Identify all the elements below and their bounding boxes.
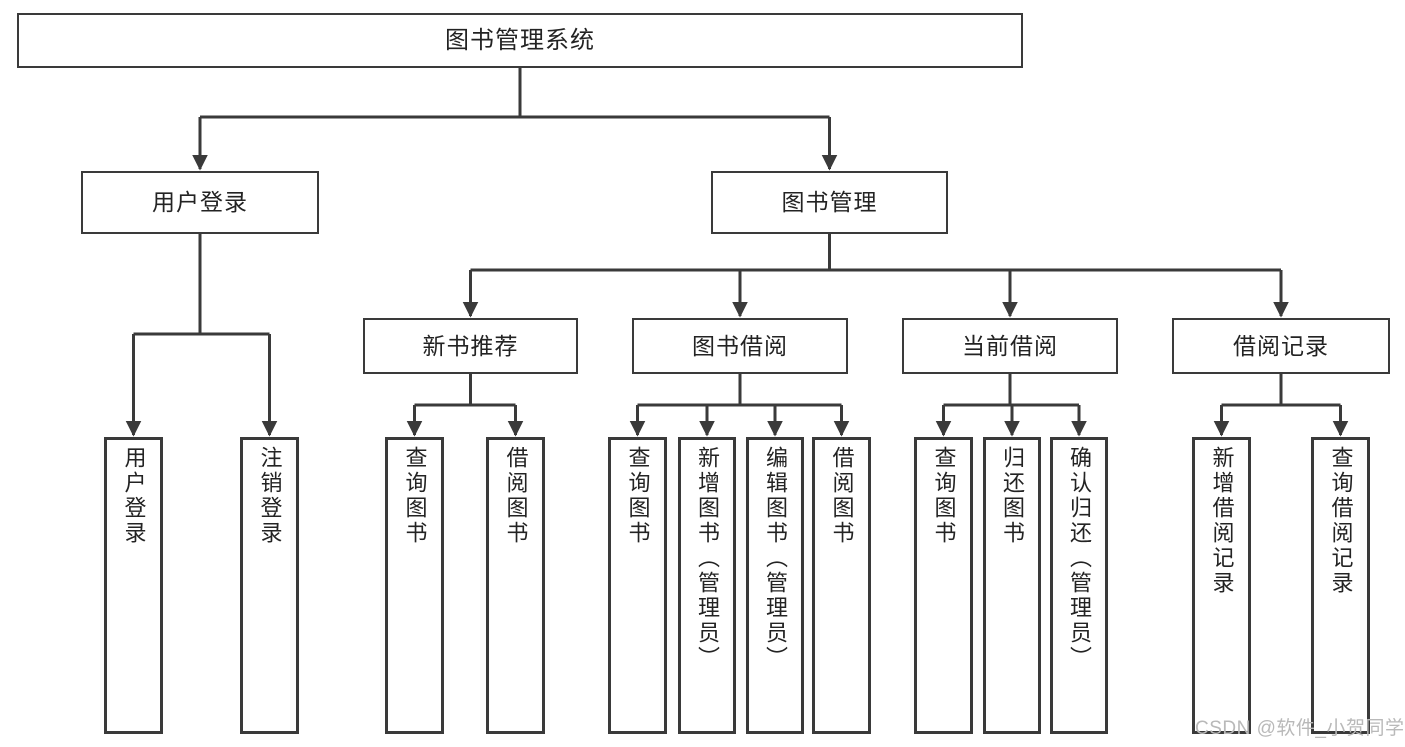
node-label: 注销登录 xyxy=(257,446,283,546)
node-new-book-recommend[interactable]: 新书推荐 xyxy=(363,318,578,374)
node-leaf-query-record[interactable]: 查询借阅记录 xyxy=(1311,437,1370,734)
node-label: 新增图书（管理员） xyxy=(695,446,720,671)
node-label: 图书借阅 xyxy=(692,332,788,359)
node-label: 查询图书 xyxy=(931,446,957,546)
node-borrow-record[interactable]: 借阅记录 xyxy=(1172,318,1390,374)
node-label: 图书管理系统 xyxy=(445,26,595,54)
node-leaf-query-book-2[interactable]: 查询图书 xyxy=(608,437,667,734)
node-leaf-query-book-1[interactable]: 查询图书 xyxy=(385,437,444,734)
node-leaf-confirm-return[interactable]: 确认归还（管理员） xyxy=(1050,437,1108,734)
node-leaf-return-book[interactable]: 归还图书 xyxy=(983,437,1041,734)
node-label: 用户登录 xyxy=(152,189,248,216)
node-leaf-add-book[interactable]: 新增图书（管理员） xyxy=(678,437,736,734)
node-label: 当前借阅 xyxy=(962,332,1058,359)
node-root[interactable]: 图书管理系统 xyxy=(17,13,1023,68)
node-label: 借阅图书 xyxy=(503,446,529,546)
node-label: 图书管理 xyxy=(781,189,878,216)
node-leaf-edit-book[interactable]: 编辑图书（管理员） xyxy=(746,437,804,734)
node-label: 归还图书 xyxy=(1000,446,1025,546)
node-label: 借阅记录 xyxy=(1233,332,1329,359)
node-leaf-user-login[interactable]: 用户登录 xyxy=(104,437,163,734)
node-book-borrow[interactable]: 图书借阅 xyxy=(632,318,848,374)
node-label: 编辑图书（管理员） xyxy=(763,446,788,671)
node-leaf-add-record[interactable]: 新增借阅记录 xyxy=(1192,437,1251,734)
node-label: 用户登录 xyxy=(121,446,147,546)
node-label: 查询图书 xyxy=(402,446,428,546)
node-label: 新书推荐 xyxy=(422,332,519,359)
node-leaf-query-book-3[interactable]: 查询图书 xyxy=(914,437,973,734)
node-label: 新增借阅记录 xyxy=(1209,446,1235,596)
node-leaf-user-logout[interactable]: 注销登录 xyxy=(240,437,299,734)
node-label: 借阅图书 xyxy=(829,446,855,546)
node-label: 查询图书 xyxy=(625,446,651,546)
node-current-borrow[interactable]: 当前借阅 xyxy=(902,318,1118,374)
node-label: 确认归还（管理员） xyxy=(1067,446,1092,671)
node-book-manage[interactable]: 图书管理 xyxy=(711,171,948,234)
node-user-login[interactable]: 用户登录 xyxy=(81,171,319,234)
node-label: 查询借阅记录 xyxy=(1328,446,1354,596)
node-leaf-borrow-book-1[interactable]: 借阅图书 xyxy=(486,437,545,734)
node-leaf-borrow-book-2[interactable]: 借阅图书 xyxy=(812,437,871,734)
